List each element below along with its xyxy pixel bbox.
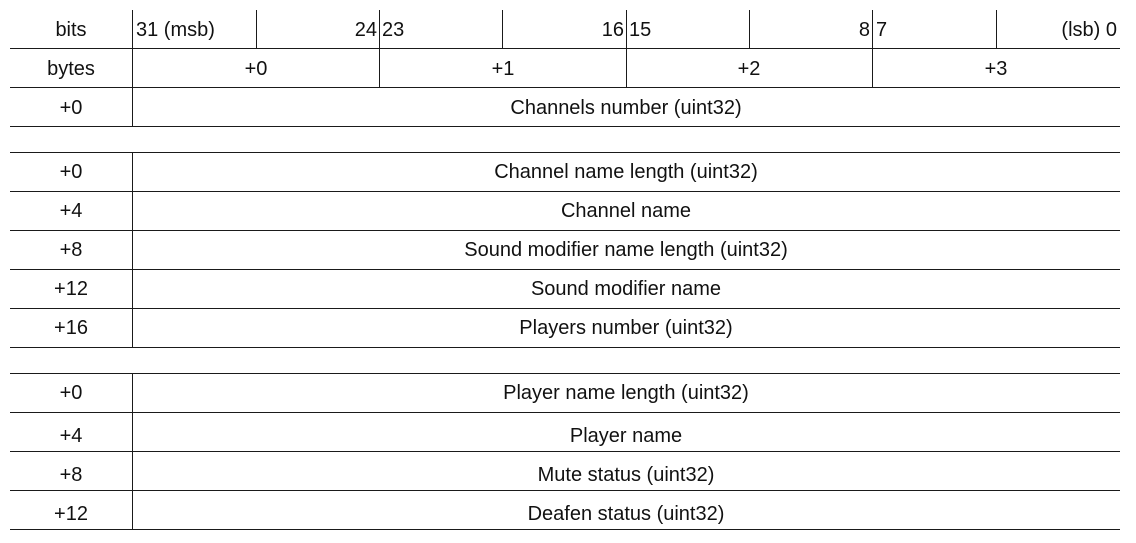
row-separator <box>10 191 1120 192</box>
bit-tick-16 <box>626 10 627 48</box>
row-field: Sound modifier name length (uint32) <box>464 239 788 261</box>
row-offset: +4 <box>59 425 83 447</box>
bit-tick-4 <box>996 10 997 48</box>
bit-mark-0-lsb: (lsb) 0 <box>1061 19 1117 41</box>
byte-offset-3: +3 <box>984 58 1008 80</box>
row-offset: +8 <box>59 239 83 261</box>
bit-tick-12 <box>749 10 750 48</box>
bit-tick-24 <box>379 10 380 48</box>
row-field: Channel name <box>560 200 692 222</box>
row-separator <box>10 230 1120 231</box>
bit-mark-23: 23 <box>382 19 405 41</box>
row-offset: +16 <box>54 317 88 339</box>
bit-tick-28 <box>256 10 257 48</box>
row-separator <box>10 269 1120 270</box>
row-separator <box>10 412 1120 413</box>
bits-label: bits <box>55 19 87 41</box>
bit-mark-31-msb: 31 (msb) <box>136 19 215 41</box>
row-offset: +0 <box>59 161 83 183</box>
row-offset: +8 <box>59 464 83 486</box>
bit-mark-24: 24 <box>354 19 377 41</box>
row-field: Players number (uint32) <box>519 317 733 339</box>
row-field: Player name <box>569 425 683 447</box>
row-field: Sound modifier name <box>530 278 722 300</box>
bit-tick-20 <box>502 10 503 48</box>
row-offset: +12 <box>54 503 88 525</box>
section3-top-line <box>10 373 1120 374</box>
row-offset: +0 <box>59 382 83 404</box>
section2-top-line <box>10 152 1120 153</box>
bytes-label: bytes <box>47 58 95 80</box>
bit-mark-8: 8 <box>858 19 870 41</box>
bits-row-bottom-line <box>10 48 1120 49</box>
row-separator <box>10 490 1120 491</box>
bit-tick-8 <box>872 10 873 48</box>
section2-bottom-line <box>10 347 1120 348</box>
section1-col-divider <box>132 87 133 126</box>
byte-offset-2: +2 <box>737 58 761 80</box>
byte-divider-3 <box>872 48 873 87</box>
row-offset: +12 <box>54 278 88 300</box>
section3-bottom-line <box>10 529 1120 530</box>
bits-col-divider <box>132 10 133 48</box>
row-field: Player name length (uint32) <box>503 382 749 404</box>
byte-divider-1 <box>379 48 380 87</box>
row-separator <box>10 451 1120 452</box>
byte-divider-2 <box>626 48 627 87</box>
row-separator <box>10 308 1120 309</box>
row-field: Channels number (uint32) <box>510 97 742 119</box>
byte-offset-0: +0 <box>244 58 268 80</box>
bit-mark-7: 7 <box>876 19 888 41</box>
section3-col-divider <box>132 373 133 529</box>
bytes-col-divider <box>132 48 133 87</box>
row-field: Channel name length (uint32) <box>494 161 758 183</box>
section2-col-divider <box>132 152 133 347</box>
row-offset: +0 <box>59 97 83 119</box>
row-offset: +4 <box>59 200 83 222</box>
bit-mark-16: 16 <box>601 19 624 41</box>
row-field: Deafen status (uint32) <box>527 503 725 525</box>
row-field: Mute status (uint32) <box>537 464 715 486</box>
bit-mark-15: 15 <box>629 19 652 41</box>
bytes-row-bottom-line <box>10 87 1120 88</box>
section1-bottom-line <box>10 126 1120 127</box>
byte-offset-1: +1 <box>491 58 515 80</box>
